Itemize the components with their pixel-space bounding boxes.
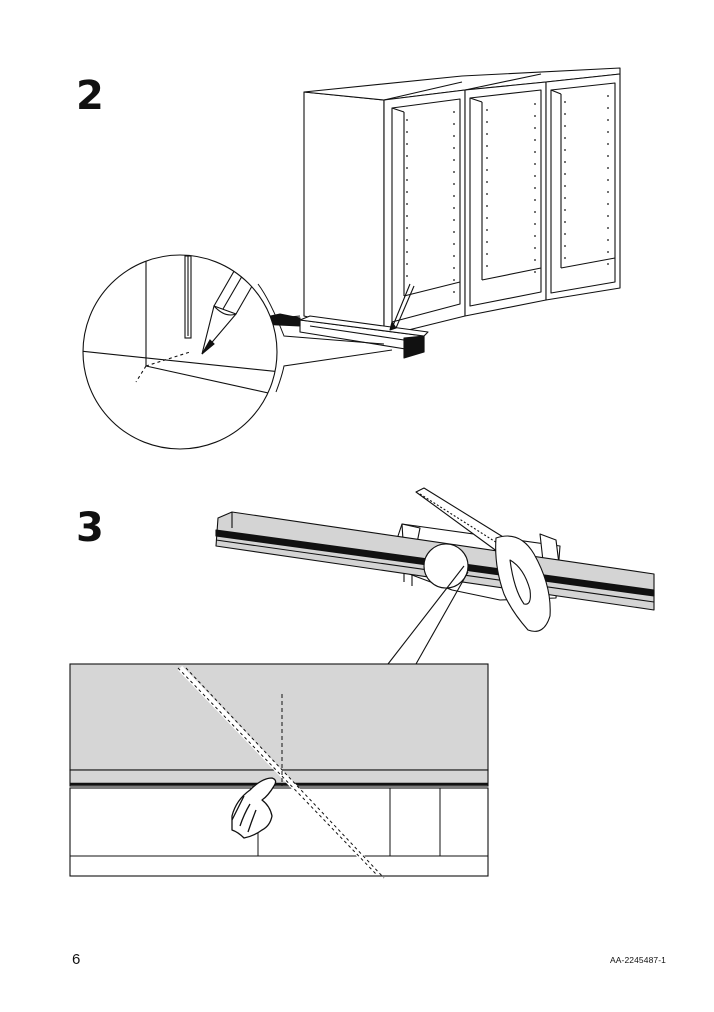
step-3-number: 3 <box>76 505 104 551</box>
pointing-finger-icon <box>231 777 277 839</box>
page-number: 6 <box>72 951 81 968</box>
cabinet-row-illustration <box>235 67 621 359</box>
shelf-hole-dots <box>406 95 609 293</box>
mitre-box-saw-illustration <box>215 487 655 665</box>
step-2-number: 2 <box>76 73 104 119</box>
document-code: AA-2245487-1 <box>609 955 666 965</box>
cut-line-detail <box>69 663 489 879</box>
